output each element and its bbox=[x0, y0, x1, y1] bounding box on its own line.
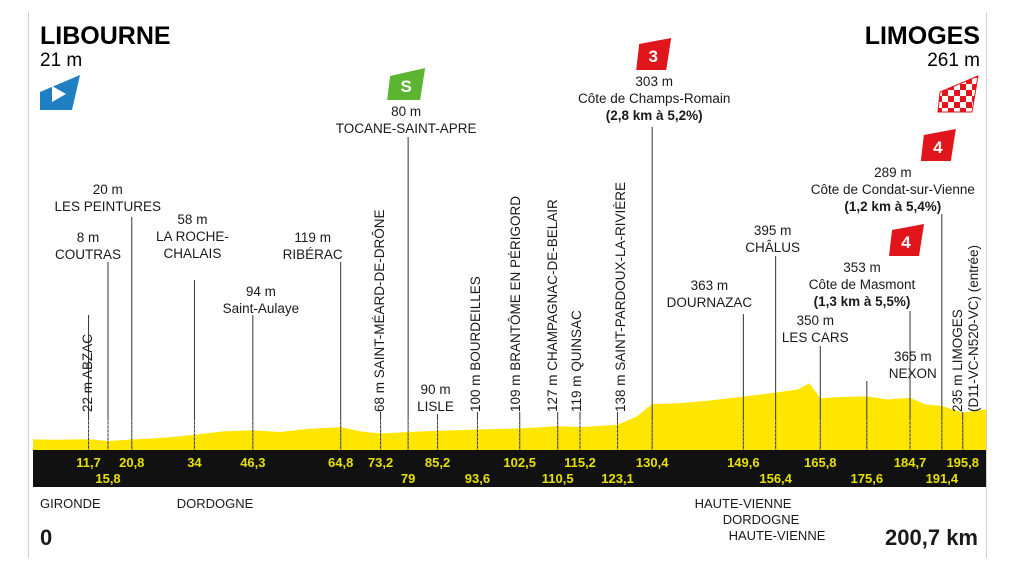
km-marker: 102,5 bbox=[503, 455, 536, 470]
waypoint-name: Côte de Masmont bbox=[809, 277, 916, 292]
climb-badge-shape bbox=[920, 129, 956, 161]
region-label: DORDOGNE bbox=[177, 496, 254, 511]
region-label: HAUTE-VIENNE bbox=[729, 528, 826, 543]
waypoint-name: RIBÉRAC bbox=[283, 247, 343, 262]
km-marker: 149,6 bbox=[727, 455, 760, 470]
finish-town: LIMOGES bbox=[865, 22, 980, 50]
climb-category: 4 bbox=[901, 233, 911, 252]
climb-category-badge: 3 bbox=[636, 38, 672, 70]
waypoint-name: Côte de Condat-sur-Vienne bbox=[811, 182, 975, 197]
waypoint-label-vertical: 100 m BOURDEILLES bbox=[468, 276, 483, 412]
climb-detail: (1,3 km à 5,5%) bbox=[814, 294, 911, 309]
km-marker: 110,5 bbox=[542, 471, 574, 486]
waypoint-label-vertical-2: (D11-VC-N520-VC) (entrée) bbox=[966, 245, 981, 412]
start-town: LIBOURNE bbox=[40, 22, 171, 50]
waypoint-altitude: 365 m bbox=[894, 349, 932, 364]
km-marker: 93,6 bbox=[465, 471, 490, 486]
waypoint-altitude: 80 m bbox=[391, 104, 421, 119]
waypoint-layer: 11,7 22 m ABZAC 15,8 COUTRAS 8 m 20,8 LES PEIN… bbox=[55, 38, 981, 486]
waypoint-name: CHALAIS bbox=[164, 246, 222, 261]
finish-flag-icon bbox=[937, 75, 979, 113]
waypoint-name: CHÂLUS bbox=[745, 240, 800, 255]
km-marker: 165,8 bbox=[804, 455, 837, 470]
waypoint-name: LISLE bbox=[417, 399, 454, 414]
waypoint-altitude: 90 m bbox=[421, 382, 451, 397]
sprint-badge: S bbox=[387, 68, 426, 100]
finish-header: LIMOGES 261 m bbox=[865, 22, 980, 113]
waypoint-name: Saint-Aulaye bbox=[223, 301, 300, 316]
km-marker: 85,2 bbox=[425, 455, 450, 470]
sprint-badge-shape bbox=[387, 68, 426, 100]
waypoint-label-vertical: 109 m BRANTÔME EN PÉRIGORD bbox=[508, 196, 523, 412]
waypoint-name: LES CARS bbox=[782, 330, 849, 345]
waypoint-name: DOURNAZAC bbox=[667, 295, 753, 310]
km-marker: 46,3 bbox=[240, 455, 265, 470]
km-marker: 20,8 bbox=[119, 455, 144, 470]
waypoint-altitude: 363 m bbox=[691, 278, 729, 293]
km-marker: 195,8 bbox=[946, 455, 979, 470]
waypoint-altitude: 94 m bbox=[246, 284, 276, 299]
region-label: HAUTE-VIENNE bbox=[695, 496, 792, 511]
waypoint-name: Côte de Champs-Romain bbox=[578, 91, 730, 106]
km-marker: 191,4 bbox=[926, 471, 959, 486]
km-marker: 175,6 bbox=[851, 471, 884, 486]
climb-detail: (2,8 km à 5,2%) bbox=[606, 108, 703, 123]
waypoint-label-vertical: 127 m CHAMPAGNAC-DE-BELAIR bbox=[545, 199, 560, 412]
start-flag-icon bbox=[40, 75, 80, 110]
waypoint-label-vertical: 138 m SAINT-PARDOUX-LA-RIVIÈRE bbox=[613, 182, 628, 412]
frame-right-border bbox=[986, 12, 987, 558]
km-marker: 130,4 bbox=[636, 455, 669, 470]
elevation-profile-area bbox=[33, 383, 986, 450]
waypoint-altitude: 20 m bbox=[93, 182, 123, 197]
waypoint-name: LES PEINTURES bbox=[55, 199, 162, 214]
waypoint-label-vertical: 235 m LIMOGES bbox=[950, 309, 965, 412]
climb-category-badge: 4 bbox=[889, 224, 925, 256]
waypoint-name: NEXON bbox=[889, 366, 937, 381]
climb-category: 3 bbox=[648, 47, 657, 66]
region-label: DORDOGNE bbox=[723, 512, 800, 527]
waypoint-altitude: 350 m bbox=[797, 313, 835, 328]
km-marker: 34 bbox=[187, 455, 202, 470]
climb-badge-shape bbox=[636, 38, 672, 70]
km-marker: 79 bbox=[401, 471, 415, 486]
finish-altitude: 261 m bbox=[927, 50, 980, 71]
climb-category: 4 bbox=[933, 138, 943, 157]
waypoint-label-vertical: 22 m ABZAC bbox=[80, 334, 95, 412]
frame-left-border bbox=[28, 12, 29, 558]
waypoint-altitude: 353 m bbox=[843, 260, 881, 275]
climb-badge-shape bbox=[889, 224, 925, 256]
waypoint-label-vertical: 68 m SAINT-MÉARD-DE-DRÔNE bbox=[372, 209, 387, 412]
km-marker: 11,7 bbox=[76, 455, 101, 470]
waypoint-name: TOCANE-SAINT-APRE bbox=[336, 121, 477, 136]
sprint-label: S bbox=[400, 77, 411, 96]
waypoint-altitude: 303 m bbox=[635, 74, 673, 89]
distance-start: 0 bbox=[40, 525, 52, 550]
km-marker: 123,1 bbox=[601, 471, 634, 486]
waypoint-label-vertical: 119 m QUINSAC bbox=[569, 310, 584, 412]
km-marker: 115,2 bbox=[564, 455, 596, 470]
waypoint-altitude: 289 m bbox=[874, 165, 912, 180]
start-altitude: 21 m bbox=[40, 50, 82, 71]
waypoint-altitude: 395 m bbox=[754, 223, 792, 238]
distance-band bbox=[33, 450, 986, 487]
km-marker: 184,7 bbox=[894, 455, 927, 470]
region-label: GIRONDE bbox=[40, 496, 101, 511]
waypoint-name: COUTRAS bbox=[55, 247, 121, 262]
waypoint-altitude: 58 m bbox=[177, 212, 207, 227]
km-marker: 156,4 bbox=[759, 471, 792, 486]
km-marker: 15,8 bbox=[95, 471, 120, 486]
km-marker: 73,2 bbox=[368, 455, 393, 470]
climb-detail: (1,2 km à 5,4%) bbox=[844, 199, 941, 214]
start-header: LIBOURNE 21 m bbox=[40, 22, 171, 110]
waypoint-name: LA ROCHE- bbox=[156, 229, 229, 244]
profile-layer bbox=[33, 383, 986, 450]
distance-total: 200,7 km bbox=[885, 525, 978, 550]
km-marker: 64,8 bbox=[328, 455, 353, 470]
waypoint-altitude: 119 m bbox=[294, 230, 331, 245]
waypoint-altitude: 8 m bbox=[77, 230, 100, 245]
climb-category-badge: 4 bbox=[920, 129, 956, 161]
